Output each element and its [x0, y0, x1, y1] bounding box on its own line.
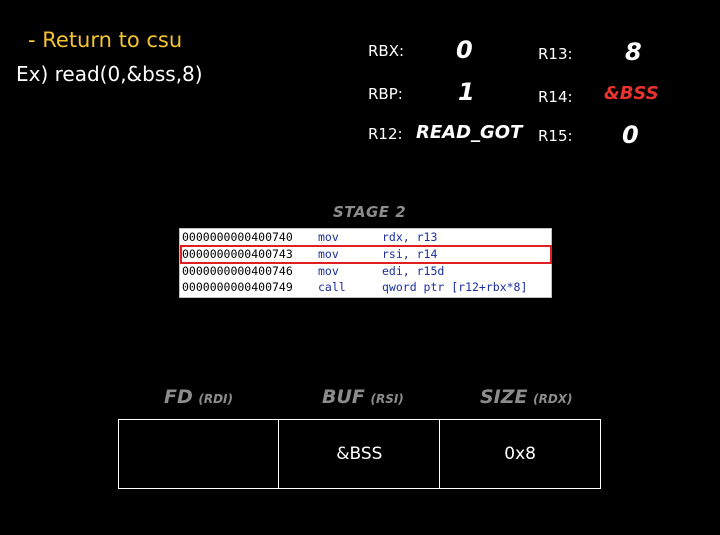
arg-header-buf: BUF (RSI) — [322, 386, 404, 408]
arg-header-main: BUF — [322, 386, 365, 408]
arg-cell-size: 0x8 — [439, 419, 601, 489]
assembly-operands: rdx, r13 — [382, 230, 438, 244]
arguments-table: &BSS 0x8 — [117, 419, 601, 489]
register-label-r13: R13: — [538, 45, 573, 63]
arg-cell-buf: &BSS — [278, 419, 441, 489]
register-label-r12: R12: — [368, 125, 403, 143]
register-value-r12: READ_GOT — [416, 122, 523, 143]
arg-header-main: FD — [164, 386, 193, 408]
register-label-r15: R15: — [538, 127, 573, 145]
register-label-rbp: RBP: — [368, 85, 403, 103]
register-value-r14: &BSS — [604, 83, 659, 104]
arg-cell-fd — [117, 419, 280, 489]
assembly-operands: qword ptr [r12+rbx*8] — [382, 280, 528, 294]
assembly-address: 0000000000400740 — [182, 230, 293, 244]
assembly-row-highlighted: 0000000000400743 mov rsi, r14 — [180, 245, 552, 264]
register-label-rbx: RBX: — [368, 42, 405, 60]
register-label-r14: R14: — [538, 88, 573, 106]
assembly-operands: edi, r15d — [382, 264, 445, 278]
arg-header-fd: FD (RDI) — [164, 386, 233, 408]
assembly-address: 0000000000400749 — [182, 280, 293, 294]
register-value-r13: 8 — [625, 38, 642, 66]
arg-header-sub: (RSI) — [370, 392, 404, 406]
assembly-mnemonic: mov — [318, 247, 339, 261]
assembly-row: 0000000000400746 mov edi, r15d — [182, 264, 550, 279]
stage-title: STAGE 2 — [333, 203, 407, 221]
slide-heading: - Return to csu — [28, 28, 183, 52]
assembly-address: 0000000000400743 — [182, 247, 293, 261]
register-value-rbp: 1 — [458, 78, 475, 106]
assembly-mnemonic: call — [318, 280, 346, 294]
arg-header-size: SIZE (RDX) — [480, 386, 573, 408]
assembly-row: 0000000000400740 mov rdx, r13 — [182, 230, 550, 245]
assembly-row: 0000000000400749 call qword ptr [r12+rbx… — [182, 280, 550, 295]
register-value-rbx: 0 — [456, 36, 473, 64]
example-call: Ex) read(0,&bss,8) — [16, 62, 203, 86]
arg-header-sub: (RDX) — [533, 392, 573, 406]
assembly-mnemonic: mov — [318, 230, 339, 244]
register-value-r15: 0 — [622, 121, 639, 149]
arg-header-main: SIZE — [480, 386, 528, 408]
assembly-mnemonic: mov — [318, 264, 339, 278]
assembly-operands: rsi, r14 — [382, 247, 438, 261]
arg-header-sub: (RDI) — [198, 392, 233, 406]
assembly-address: 0000000000400746 — [182, 264, 293, 278]
table-row: &BSS 0x8 — [117, 419, 601, 489]
assembly-listing: 0000000000400740 mov rdx, r13 0000000000… — [179, 228, 552, 298]
